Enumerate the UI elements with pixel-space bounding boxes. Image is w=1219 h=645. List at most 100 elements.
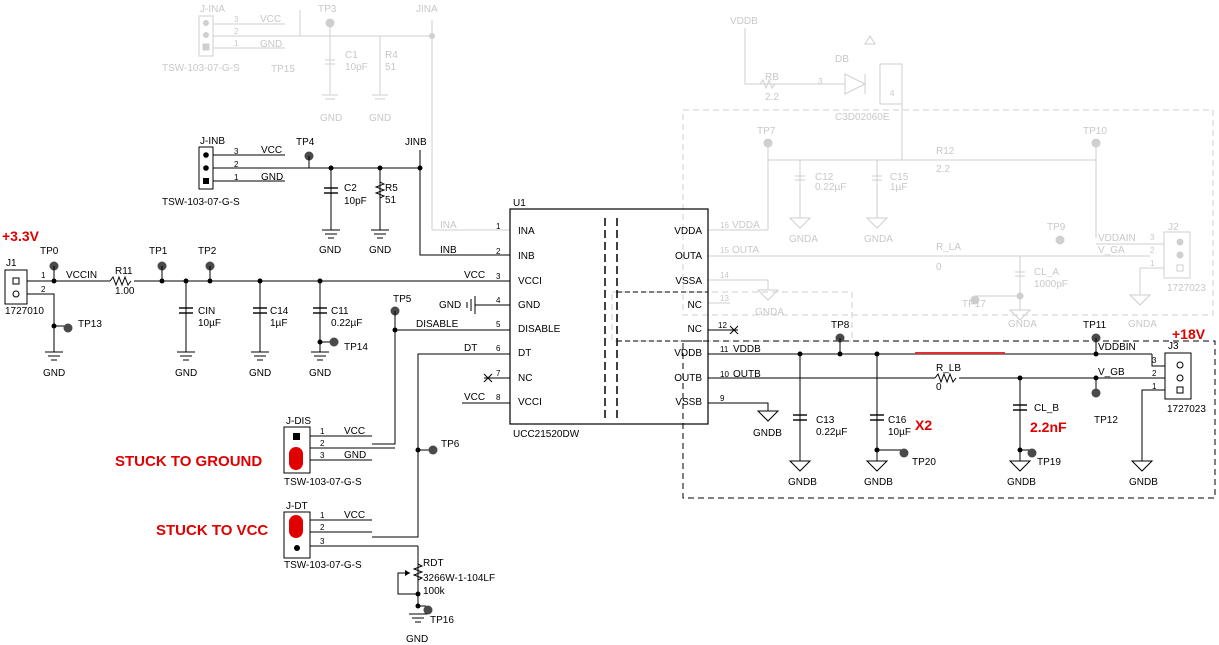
rdt-value: 100k [423, 586, 446, 597]
jdt-vcc: VCC [344, 510, 365, 521]
gnd-in-1: GND [43, 368, 65, 379]
r12-label: R12 [936, 146, 955, 157]
u1-pin-disable: DISABLE [518, 324, 561, 335]
jdt-pin3: 3 [320, 537, 325, 546]
vdda-net: VDDA [732, 220, 760, 231]
tp0-label: TP0 [40, 246, 59, 257]
j2-pin1: 1 [1150, 259, 1155, 268]
tp16-label: TP16 [430, 615, 454, 626]
u1-part: UCC21520DW [513, 429, 580, 440]
v33-label: +3.3V [2, 228, 40, 244]
net-vcc: VCC [464, 270, 485, 281]
jdt-pin2: 2 [320, 523, 325, 532]
u1-body [509, 208, 709, 425]
r-la-value: 0 [936, 262, 942, 273]
c1-label: C1 [345, 50, 358, 61]
net-disable: DISABLE [416, 319, 459, 330]
j1-part: 1727010 [5, 306, 44, 317]
gnd-in-3: GND [249, 368, 271, 379]
gnda-3: GNDA [755, 307, 784, 318]
u1-pinnum-8: 8 [496, 393, 501, 402]
tp13-point [63, 323, 73, 333]
tp10-label: TP10 [1083, 126, 1107, 137]
c15-value: 1µF [890, 182, 907, 193]
r4-value: 51 [385, 62, 397, 73]
x2-label: X2 [915, 417, 932, 433]
jdt-note: STUCK TO VCC [156, 522, 268, 539]
jdt-pin1: 1 [320, 511, 325, 520]
cin-value: 10µF [198, 318, 221, 329]
u1-ref: U1 [513, 198, 526, 209]
u1-pin-nc13: NC [688, 300, 702, 311]
tp15-label: TP15 [271, 64, 295, 75]
tp12-point [1091, 388, 1101, 398]
u1-pin-ina: INA [518, 226, 535, 237]
r12-value: 2.2 [936, 164, 950, 175]
v-gb-label: V_GB [1098, 367, 1125, 378]
tp20-label: TP20 [912, 457, 936, 468]
pin14: 14 [720, 271, 729, 280]
j3-label: J3 [1168, 341, 1179, 352]
jina-net: JINA [416, 4, 438, 15]
c16-label: C16 [888, 415, 907, 426]
u1-pin-vssb: VSSB [675, 397, 702, 408]
u1-pin-outa: OUTA [675, 251, 702, 262]
pin10-label: 10 [720, 370, 729, 379]
jinb-pin3: 3 [234, 147, 239, 156]
outa-net: OUTA [732, 245, 759, 256]
tp9-label: TP9 [1047, 222, 1066, 233]
j1-pin1: 1 [41, 271, 46, 280]
net-vcc2: VCC [464, 392, 485, 403]
c11-value: 0.22µF [331, 318, 362, 329]
jdis-jumper[interactable] [289, 447, 303, 470]
j1-pin2: 2 [41, 285, 46, 294]
c15-label: C15 [890, 172, 909, 183]
u1-pinnum-3: 3 [496, 272, 501, 281]
jinb-label: J-INB [200, 136, 225, 147]
j3-pin3: 3 [1152, 356, 1157, 365]
c2-value: 10pF [344, 196, 367, 207]
u1-pinnum-5: 5 [496, 320, 501, 329]
u1-ic: U1 UCC21520DW INA INB VCCI GND DISABLE D… [372, 198, 709, 538]
jdt-jumper[interactable] [289, 515, 303, 538]
jinb-net: JINB [405, 137, 427, 148]
tp3-label: TP3 [318, 4, 337, 15]
tp1-label: TP1 [149, 246, 168, 257]
jdis-vcc: VCC [344, 426, 365, 437]
tp5-label: TP5 [393, 294, 412, 305]
jinb-vcc: VCC [261, 145, 282, 156]
gnd-jinb-1: GND [319, 245, 341, 256]
u1-pin-vdda: VDDA [674, 226, 702, 237]
rdt-label: RDT [423, 558, 444, 569]
c2-label: C2 [344, 183, 357, 194]
jina-vcc: VCC [260, 14, 281, 25]
rb-label: RB [765, 72, 779, 83]
ina-net: INA [440, 220, 457, 231]
vddb-top: VDDB [730, 16, 758, 27]
jdis-header [283, 426, 311, 474]
j2-pin3: 3 [1150, 233, 1155, 242]
pin12-label: 12 [718, 321, 727, 330]
gnd-dt: GND [406, 634, 428, 645]
r-la-label: R_LA [936, 242, 961, 253]
r4-label: R4 [385, 50, 398, 61]
channel-a-greyed: J-INA 3 2 1 VCC GND TSW-103-07-G-S TP15 … [162, 4, 1214, 342]
u1-pin-vddb: VDDB [674, 348, 702, 359]
outb-net: OUTB [733, 369, 761, 380]
rdt-part: 3266W-1-104LF [423, 573, 495, 584]
j3-connector [1164, 352, 1192, 400]
cin-label: CIN [198, 306, 215, 317]
u1-pin-inb: INB [518, 251, 535, 262]
channel-b-section: +18V 12 11 VDDB 10 OUTB R_LB 0 9 GNDB TP… [682, 320, 1216, 499]
jdt-section: J-DT 1 2 3 VCC TSW-103-07-G-S STUCK TO V… [156, 501, 495, 645]
j2-part: 1727023 [1167, 283, 1206, 294]
u1-pin-outb: OUTB [674, 373, 702, 384]
pin11-label: 11 [720, 345, 729, 354]
tp20-point [899, 448, 909, 458]
c13-label: C13 [816, 415, 835, 426]
tp9-point [1055, 235, 1065, 245]
vccin-net: VCCIN [66, 270, 97, 281]
jina-gnd: GND [260, 39, 282, 50]
c14-value: 1µF [270, 318, 287, 329]
cl-a-value: 1000pF [1034, 279, 1068, 290]
